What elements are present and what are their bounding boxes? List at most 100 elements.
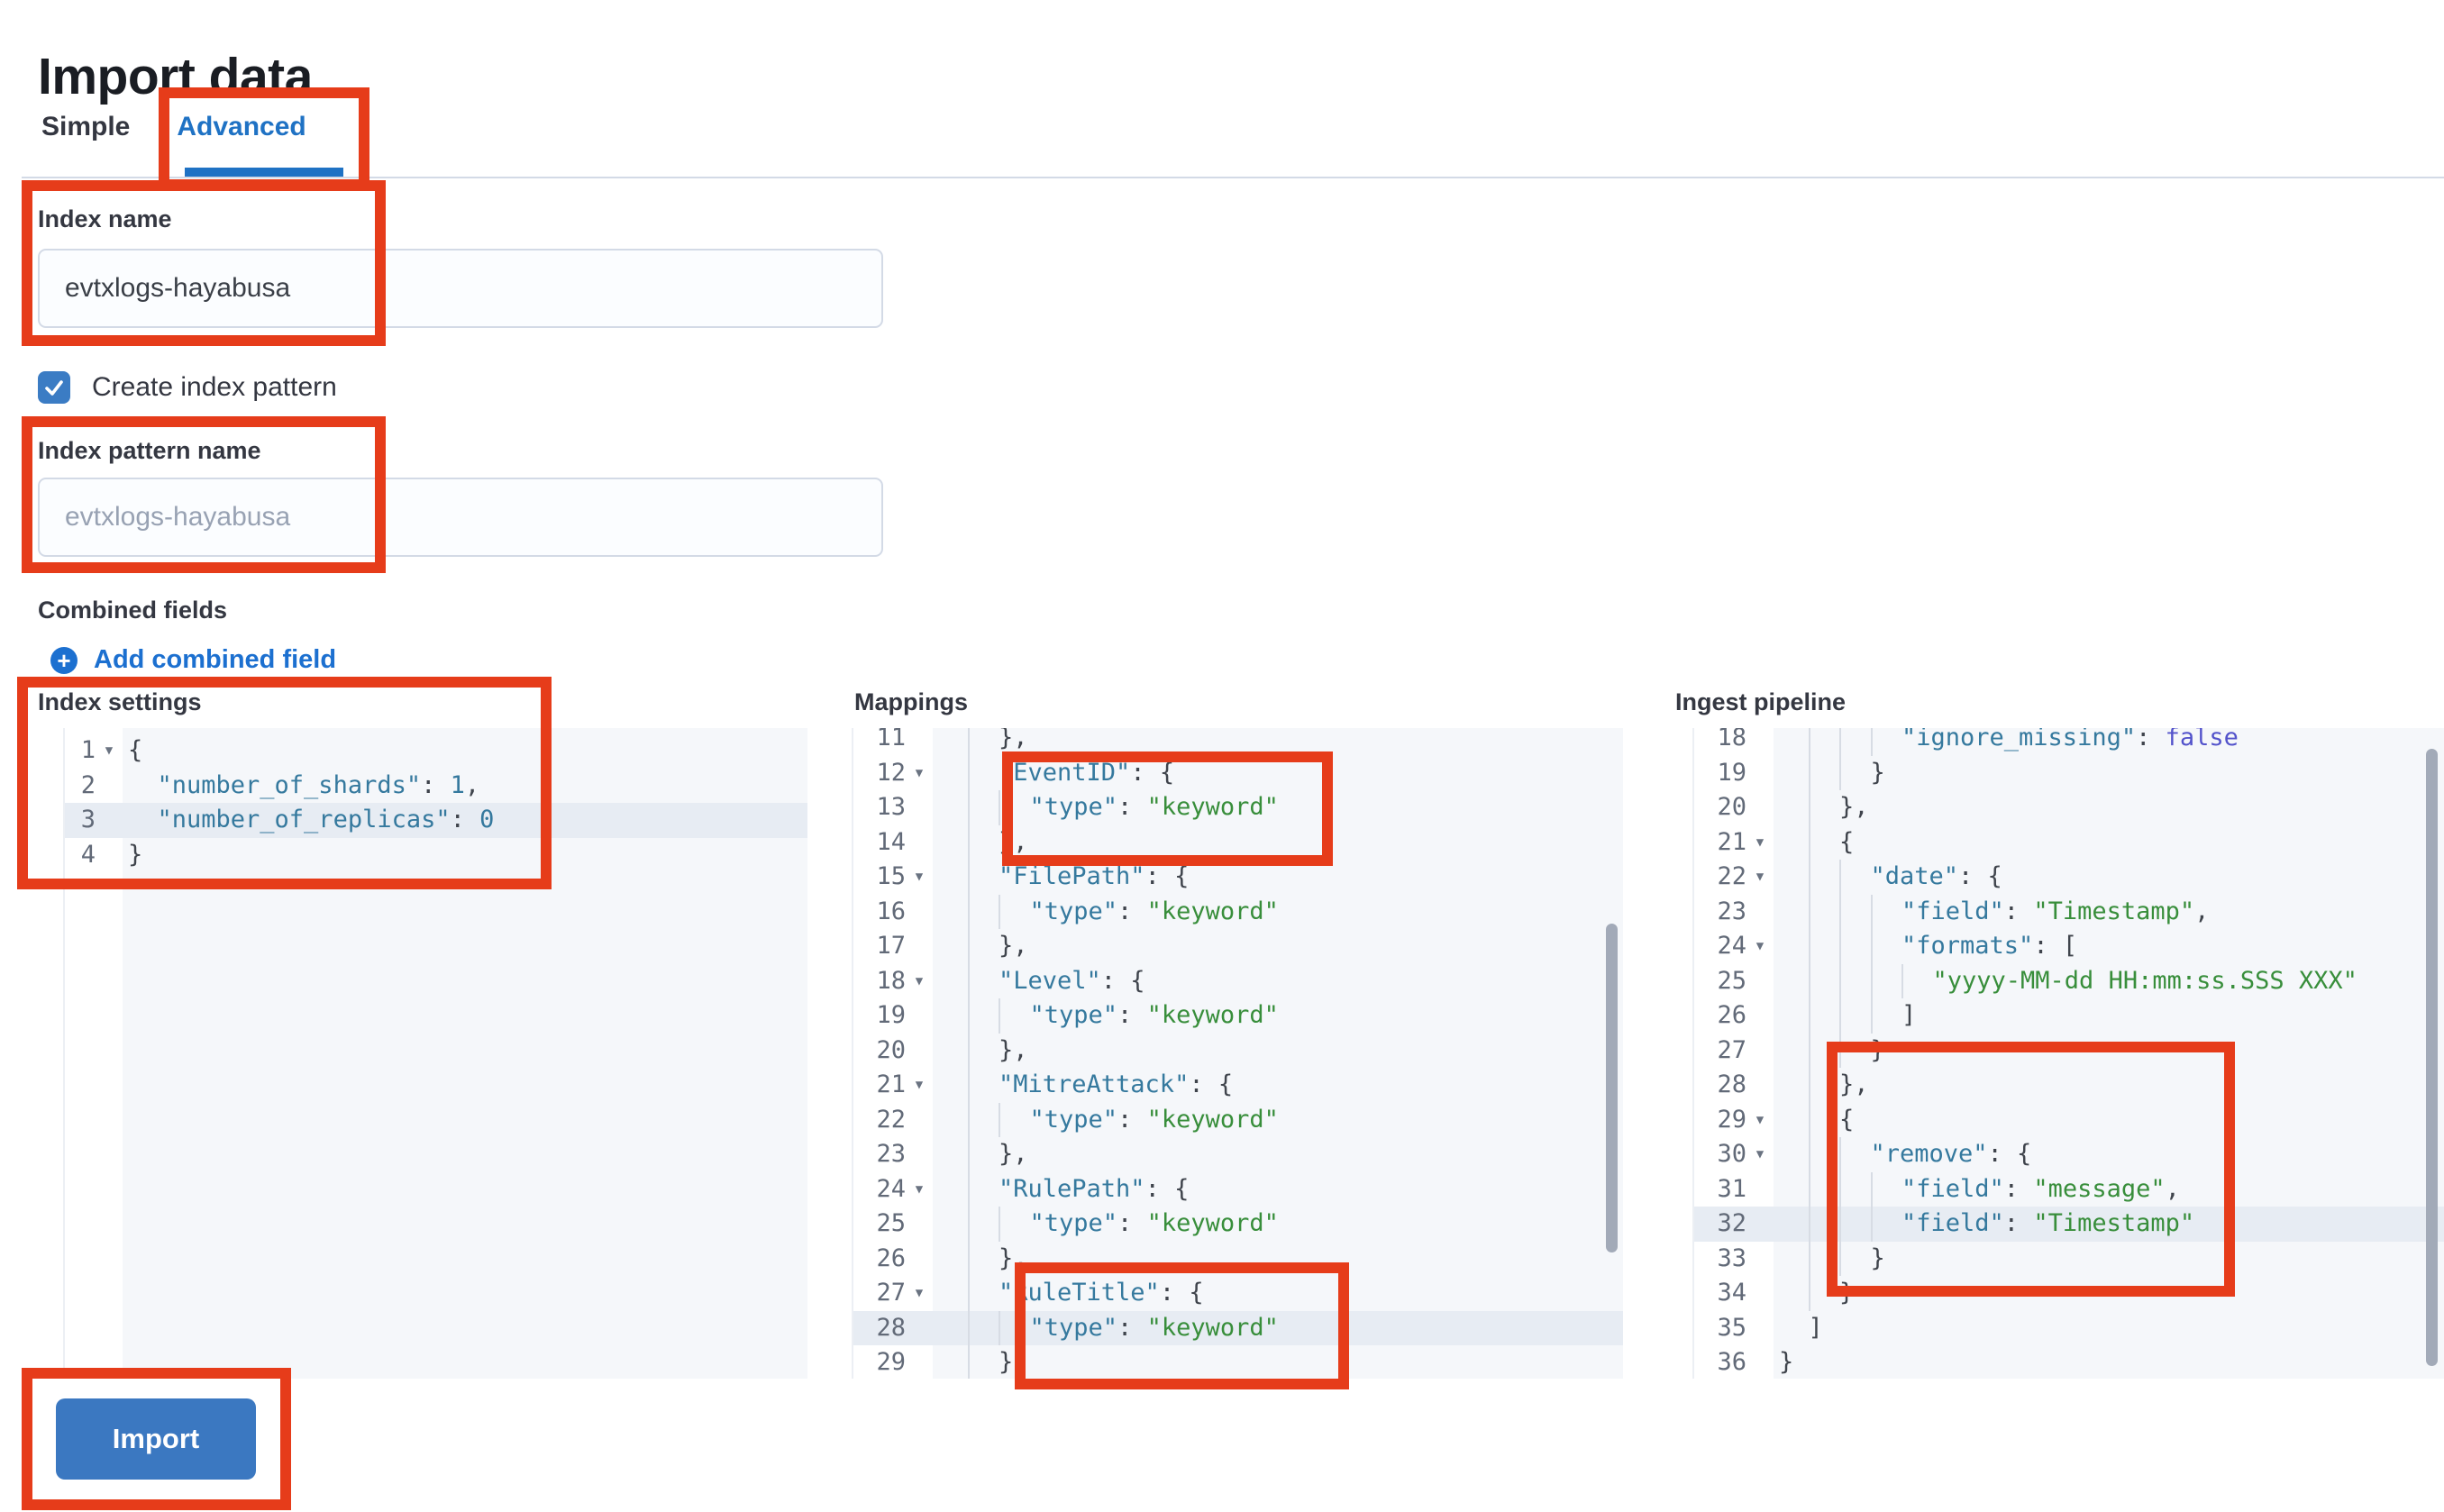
code-text: },: [933, 929, 1623, 964]
editor-gutter: 19: [1694, 756, 1774, 791]
editor-gutter: 23: [853, 1137, 933, 1172]
line-number: 18: [1717, 728, 1746, 751]
fold-arrow-icon[interactable]: ▼: [915, 765, 924, 780]
editor-gutter: 16: [853, 895, 933, 930]
code-line: 33}: [1694, 1241, 2444, 1276]
code-line: 27}: [1694, 1033, 2444, 1068]
mappings-editor[interactable]: 11},12▼"EventID": {13"type": "keyword"14…: [852, 728, 1623, 1379]
mappings-label: Mappings: [854, 688, 968, 715]
plus-circle-icon: +: [50, 646, 78, 674]
fold-arrow-icon[interactable]: ▼: [1755, 1112, 1765, 1127]
line-number: 24: [1717, 932, 1746, 960]
code-line: 31"field": "message",: [1694, 1171, 2444, 1207]
create-index-pattern-row: Create index pattern: [38, 371, 337, 404]
code-text: },: [1774, 790, 2444, 825]
fold-arrow-icon[interactable]: ▼: [915, 870, 924, 884]
fold-spacer: [1746, 728, 1774, 756]
fold-spacer: [1746, 1172, 1774, 1207]
line-number: 11: [876, 728, 906, 751]
fold-arrow-icon[interactable]: ▼: [1755, 939, 1765, 953]
code-text: "number_of_shards": 1,: [157, 770, 480, 799]
code-text: ]: [1774, 998, 2444, 1034]
code-text: }: [128, 840, 143, 869]
code-line: 19"type": "keyword": [853, 998, 1623, 1034]
tab-simple[interactable]: Simple: [41, 112, 131, 141]
code-text: "yyyy-MM-dd HH:mm:ss.SSS XXX": [1774, 963, 2444, 998]
line-number: 26: [876, 1243, 906, 1272]
editor-gutter: 24 ▼: [1694, 929, 1774, 964]
fold-spacer: [1746, 1311, 1774, 1346]
fold-spacer: [906, 929, 933, 964]
code-line: 4}: [65, 838, 807, 873]
code-text: "Level": {: [933, 963, 1623, 998]
code-line: 30▼"remove": {: [1694, 1137, 2444, 1172]
create-index-pattern-checkbox[interactable]: [38, 371, 70, 404]
editor-gutter: 34: [1694, 1276, 1774, 1311]
code-line: 22▼"date": {: [1694, 860, 2444, 895]
code-line: 22"type": "keyword": [853, 1102, 1623, 1137]
code-line: 24▼"RulePath": {: [853, 1171, 1623, 1207]
code-line: 26]: [1694, 998, 2444, 1034]
line-number: 18: [876, 966, 906, 995]
fold-arrow-icon[interactable]: ▼: [915, 1286, 924, 1300]
fold-spacer: [1746, 1068, 1774, 1103]
fold-spacer: [906, 728, 933, 756]
fold-arrow-icon[interactable]: ▼: [1755, 834, 1765, 850]
fold-spacer: [906, 1311, 933, 1346]
line-number: 34: [1717, 1279, 1746, 1307]
add-combined-field-link[interactable]: + Add combined field: [50, 645, 336, 675]
fold-spacer: [1746, 790, 1774, 825]
editor-gutter: 1▼: [65, 733, 123, 769]
fold-arrow-icon[interactable]: ▼: [1755, 870, 1765, 884]
line-number: 13: [876, 793, 906, 821]
code-line: 32"field": "Timestamp": [1694, 1207, 2444, 1242]
code-text: },: [933, 1345, 1623, 1379]
fold-arrow-icon[interactable]: ▼: [915, 1078, 924, 1092]
editor-gutter: 14: [853, 825, 933, 861]
code-line: 1▼{: [65, 733, 807, 769]
fold-spacer: [1746, 1345, 1774, 1379]
code-line: 25"yyyy-MM-dd HH:mm:ss.SSS XXX": [1694, 963, 2444, 998]
code-text: "formats": [: [1774, 929, 2444, 964]
fold-arrow-icon[interactable]: ▼: [915, 1181, 924, 1197]
import-button[interactable]: Import: [56, 1398, 256, 1480]
line-number: 2: [80, 770, 96, 799]
fold-spacer: [1746, 756, 1774, 791]
fold-arrow-icon[interactable]: ▼: [1755, 1147, 1765, 1161]
fold-arrow-icon[interactable]: ▼: [915, 973, 924, 988]
code-text: }: [1774, 1241, 2444, 1276]
code-text: "number_of_replicas": 0: [157, 806, 495, 833]
code-line: 11},: [853, 728, 1623, 756]
code-line: 29▼{: [1694, 1102, 2444, 1137]
code-text: },: [933, 1033, 1623, 1068]
index-pattern-name-input[interactable]: [38, 478, 883, 557]
code-line: 28},: [1694, 1068, 2444, 1103]
editor-gutter: 15▼: [853, 860, 933, 895]
line-number: 24: [876, 1174, 906, 1203]
editor-gutter: 12▼: [853, 756, 933, 791]
fold-spacer: [1746, 1276, 1774, 1311]
ingest-pipeline-scrollbar-thumb[interactable]: [2426, 749, 2438, 1366]
fold-spacer: [1746, 998, 1774, 1034]
fold-arrow-icon[interactable]: ▼: [105, 743, 114, 758]
editor-gutter: 27▼: [853, 1276, 933, 1311]
tab-advanced[interactable]: Advanced: [177, 112, 306, 141]
line-number: 19: [876, 1001, 906, 1029]
editor-gutter: 28: [853, 1311, 933, 1346]
editor-gutter: 20: [1694, 790, 1774, 825]
index-name-input[interactable]: [38, 249, 883, 328]
code-text: {: [1774, 824, 2444, 860]
editor-gutter: 19: [853, 998, 933, 1034]
index-settings-editor[interactable]: 1▼{2"number_of_shards": 1,3"number_of_re…: [63, 728, 807, 1379]
code-text: "type": "keyword": [933, 894, 1623, 929]
code-text: {: [1774, 1102, 2444, 1137]
fold-spacer: [906, 1137, 933, 1172]
editor-gutter: 2: [65, 769, 123, 804]
editor-gutter: 23: [1694, 895, 1774, 930]
combined-fields-label: Combined fields: [38, 597, 228, 624]
fold-spacer: [906, 825, 933, 861]
code-text: },: [933, 728, 1623, 756]
mappings-scrollbar-thumb[interactable]: [1606, 924, 1618, 1252]
